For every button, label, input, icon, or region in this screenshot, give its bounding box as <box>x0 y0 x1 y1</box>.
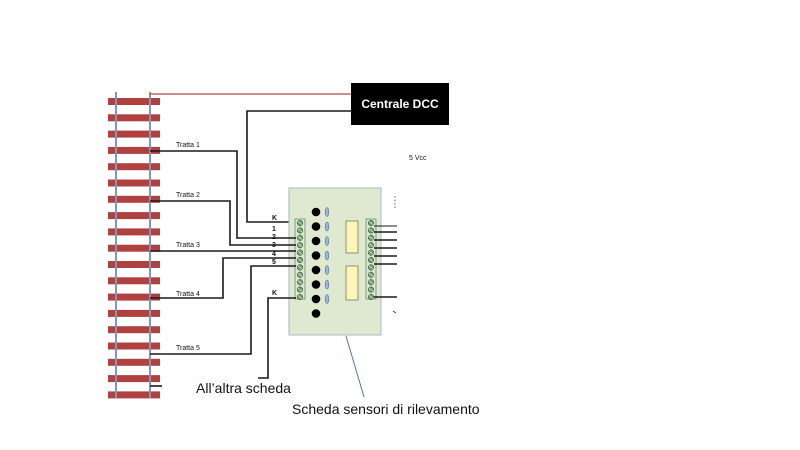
terminal-slot <box>297 221 303 225</box>
led <box>311 207 321 217</box>
terminal-block-left <box>294 218 306 301</box>
wire-tratta-4 <box>150 257 296 299</box>
terminal-slot <box>368 250 374 255</box>
track-tie <box>108 244 160 252</box>
blue-component <box>324 265 330 275</box>
terminal-slot <box>297 280 303 284</box>
track-tie <box>108 163 160 171</box>
led <box>311 309 321 318</box>
blue-component <box>324 250 330 261</box>
terminal-slot <box>297 250 303 255</box>
board-pointer-line <box>345 335 365 398</box>
terminal-slot <box>297 273 303 277</box>
led <box>311 251 321 260</box>
tratta-5-label: Tratta 5 <box>176 345 200 352</box>
track-ties <box>108 98 160 399</box>
track-tie <box>108 130 160 138</box>
track-tie <box>108 212 160 220</box>
pin-label-5: 5 <box>272 259 276 266</box>
tratta-1-label: Tratta 1 <box>176 142 200 149</box>
tratta-2-label: Tratta 2 <box>176 192 200 199</box>
led <box>311 280 321 289</box>
terminal-slot <box>368 265 374 270</box>
terminal-slot <box>297 236 303 240</box>
dash-mark-bottom <box>392 310 397 314</box>
track-tie <box>108 326 160 334</box>
pin-label-2: 2 <box>272 234 276 241</box>
pin-label-4: 4 <box>272 251 276 258</box>
terminal-slot <box>297 228 303 233</box>
wire-tratta-1 <box>150 150 296 239</box>
board-caption: Scheda sensori di rilevamento <box>292 401 480 417</box>
tratta-3-label: Tratta 3 <box>176 242 200 249</box>
terminal-slot <box>297 265 303 270</box>
pin-label-3: 3 <box>272 242 276 249</box>
track-tie <box>108 375 160 383</box>
track-tie <box>108 391 160 399</box>
resistor-pack-bottom <box>345 265 359 301</box>
blue-component <box>324 221 330 232</box>
terminal-slot <box>297 287 303 292</box>
led <box>311 294 321 304</box>
track-tie <box>108 98 160 105</box>
track-tie <box>108 342 160 350</box>
blue-component <box>324 279 330 290</box>
terminal-slot <box>368 228 374 233</box>
pin-label-k-top: K <box>272 215 277 222</box>
track-tie <box>108 277 160 285</box>
terminal-block-right <box>365 218 377 301</box>
terminal-slot <box>368 221 374 225</box>
led-column <box>311 207 321 318</box>
track-tie <box>108 114 160 122</box>
central-dcc-box <box>351 83 449 125</box>
terminal-slot <box>297 295 303 299</box>
blue-component <box>324 294 330 304</box>
track-tie <box>108 146 160 154</box>
pin-label-k-bottom: K <box>272 290 277 297</box>
blue-component <box>324 207 330 217</box>
track-tie <box>108 309 160 317</box>
terminal-slot <box>368 273 374 277</box>
terminal-slot <box>368 236 374 240</box>
component-column <box>324 207 330 304</box>
wire-tratta-2 <box>150 200 296 246</box>
k-wire-other-board <box>258 297 296 379</box>
terminal-slot <box>368 258 374 262</box>
resistor-pack-top <box>345 220 359 254</box>
led <box>311 265 321 275</box>
blue-component <box>324 236 330 246</box>
terminal-slot <box>368 295 374 299</box>
wire-tratta-5 <box>150 265 296 355</box>
terminal-slot <box>368 243 374 247</box>
track-tie <box>108 261 160 268</box>
track-tie <box>108 179 160 187</box>
terminal-slot <box>368 287 374 292</box>
central-dcc-label: Centrale DCC <box>361 97 439 111</box>
track-tie <box>108 195 160 203</box>
terminal-slot <box>368 280 374 284</box>
track-tie <box>108 228 160 236</box>
led <box>311 236 321 246</box>
terminal-slot <box>297 258 303 262</box>
pin-label-1: 1 <box>272 226 276 233</box>
tratta-4-label: Tratta 4 <box>176 291 200 298</box>
other-board-caption: All’altra scheda <box>196 380 291 396</box>
led <box>311 222 321 231</box>
track-tie <box>108 358 160 366</box>
k-wire-central <box>246 110 352 223</box>
terminal-slot <box>297 243 303 247</box>
output-wires <box>374 225 397 298</box>
supply-label: 5 Vcc <box>409 155 427 162</box>
track-tie <box>108 293 160 301</box>
